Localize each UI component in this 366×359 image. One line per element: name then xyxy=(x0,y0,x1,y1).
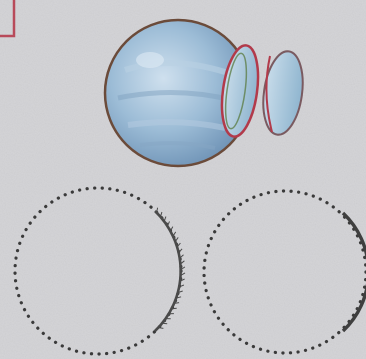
arc-hatch-mark xyxy=(172,308,177,309)
arc-hatch-mark xyxy=(163,323,168,324)
